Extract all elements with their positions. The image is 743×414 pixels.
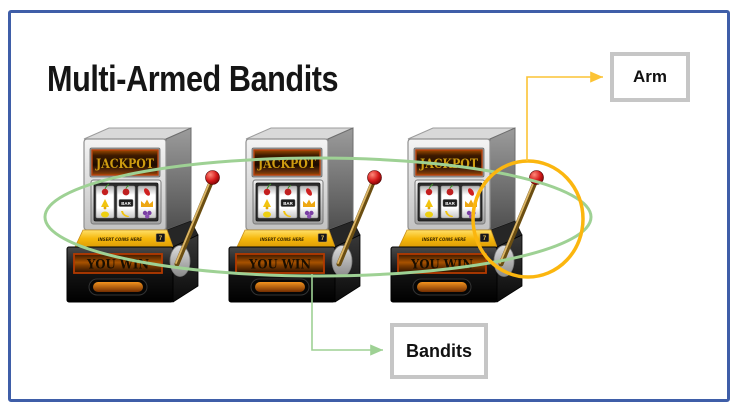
bandits-label-box: Bandits	[390, 323, 488, 379]
bandits-connector-arrow	[311, 274, 383, 356]
arm-label: Arm	[632, 67, 667, 86]
arm-connector-arrow	[526, 71, 603, 161]
bandits-label: Bandits	[405, 340, 472, 361]
bandits-ellipse-annotation	[43, 156, 593, 278]
arm-circle-annotation	[471, 159, 585, 279]
page-title: Multi-Armed Bandits	[47, 58, 339, 100]
slot-machine-1	[67, 128, 220, 302]
arm-label-box: Arm	[610, 52, 690, 102]
